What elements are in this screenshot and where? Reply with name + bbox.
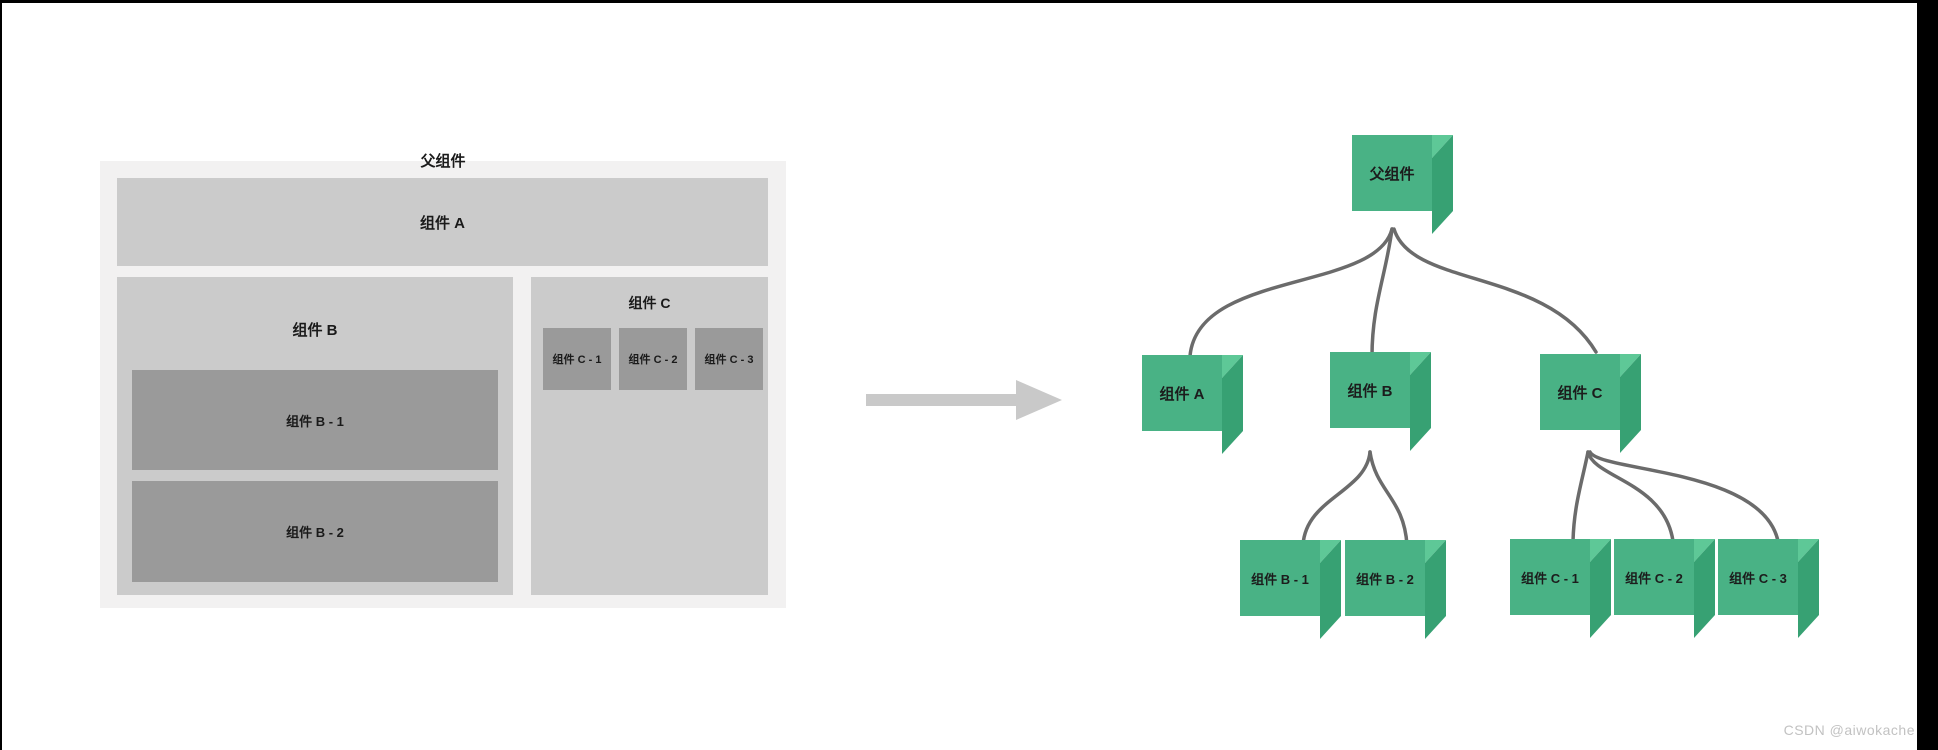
tree-cube-a: 组件 A — [1142, 355, 1243, 454]
component-b2-box: 组件 B - 2 — [132, 481, 498, 582]
component-b-label: 组件 B — [292, 322, 338, 339]
tree-cube-c2: 组件 C - 2 — [1614, 539, 1715, 638]
component-c3-label: 组件 C - 3 — [704, 354, 754, 366]
tree-b-label: 组件 B — [1347, 382, 1393, 400]
tree-b1-label: 组件 B - 1 — [1251, 571, 1309, 587]
tree-a-label: 组件 A — [1159, 385, 1205, 403]
tree-root-label: 父组件 — [1369, 165, 1415, 183]
edge-root-c — [1392, 227, 1598, 354]
edge-c-c2 — [1586, 450, 1675, 543]
right-arrow-icon — [860, 374, 1070, 426]
component-c-label: 组件 C — [628, 295, 671, 311]
tree-b2-label: 组件 B - 2 — [1356, 571, 1414, 587]
tree-cube-root: 父组件 — [1352, 135, 1453, 234]
edge-c-c3 — [1588, 450, 1780, 543]
component-b-box: 组件 B 组件 B - 1 组件 B - 2 — [117, 277, 513, 595]
cube-front-face: 组件 A — [1142, 355, 1222, 431]
cube-right-face — [1620, 354, 1641, 453]
cube-right-face — [1432, 135, 1453, 234]
cube-right-face — [1320, 540, 1341, 639]
frame-right-strip — [1917, 0, 1938, 750]
cube-right-face — [1222, 355, 1243, 454]
tree-cube-c1: 组件 C - 1 — [1510, 539, 1611, 638]
tree-cube-c3: 组件 C - 3 — [1718, 539, 1819, 638]
cube-right-face — [1410, 352, 1431, 451]
tree-cube-c: 组件 C — [1540, 354, 1641, 453]
tree-c1-label: 组件 C - 1 — [1521, 570, 1579, 586]
cube-right-face — [1425, 540, 1446, 639]
cube-right-face — [1590, 539, 1611, 638]
component-c3-box: 组件 C - 3 — [695, 328, 763, 390]
tree-c-label: 组件 C — [1557, 384, 1603, 402]
csdn-watermark: CSDN @aiwokache — [1783, 722, 1915, 738]
frame-left-border — [0, 0, 2, 750]
tree-cube-b2: 组件 B - 2 — [1345, 540, 1446, 639]
frame-top-border — [0, 0, 1938, 3]
cube-right-face — [1694, 539, 1715, 638]
component-b2-label: 组件 B - 2 — [286, 525, 344, 540]
component-c2-box: 组件 C - 2 — [619, 328, 687, 390]
cube-front-face: 组件 C - 1 — [1510, 539, 1590, 615]
cube-front-face: 组件 B - 1 — [1240, 540, 1320, 616]
component-a-label: 组件 A — [419, 214, 465, 232]
component-b1-label: 组件 B - 1 — [286, 413, 344, 429]
edge-root-a — [1188, 227, 1394, 358]
component-a-box: 组件 A — [117, 178, 768, 266]
cube-front-face: 组件 B — [1330, 352, 1410, 428]
component-c1-label: 组件 C - 1 — [552, 354, 602, 366]
component-c1-box: 组件 C - 1 — [543, 328, 611, 390]
edge-b-b2 — [1368, 450, 1409, 547]
tree-cube-b1: 组件 B - 1 — [1240, 540, 1341, 639]
cube-front-face: 组件 C - 2 — [1614, 539, 1694, 615]
edge-c-c1 — [1571, 450, 1590, 543]
nested-layout-panel: 父组件 组件 A 组件 B 组件 B - 1 组件 B - 2 组件 C 组件 … — [100, 153, 786, 608]
cube-front-face: 组件 C - 3 — [1718, 539, 1798, 615]
cube-front-face: 组件 C — [1540, 354, 1620, 430]
edge-b-b1 — [1301, 450, 1372, 547]
component-c-box: 组件 C 组件 C - 1 组件 C - 2 组件 C - 3 — [531, 277, 768, 595]
tree-c2-label: 组件 C - 2 — [1625, 570, 1683, 586]
cube-front-face: 组件 B - 2 — [1345, 540, 1425, 616]
component-b1-box: 组件 B - 1 — [132, 370, 498, 470]
cube-front-face: 父组件 — [1352, 135, 1432, 211]
tree-c3-label: 组件 C - 3 — [1729, 570, 1787, 586]
parent-component-title: 父组件 — [420, 153, 466, 170]
cube-right-face — [1798, 539, 1819, 638]
edge-root-b — [1370, 227, 1394, 358]
component-c2-label: 组件 C - 2 — [628, 354, 678, 366]
tree-cube-b: 组件 B — [1330, 352, 1431, 451]
